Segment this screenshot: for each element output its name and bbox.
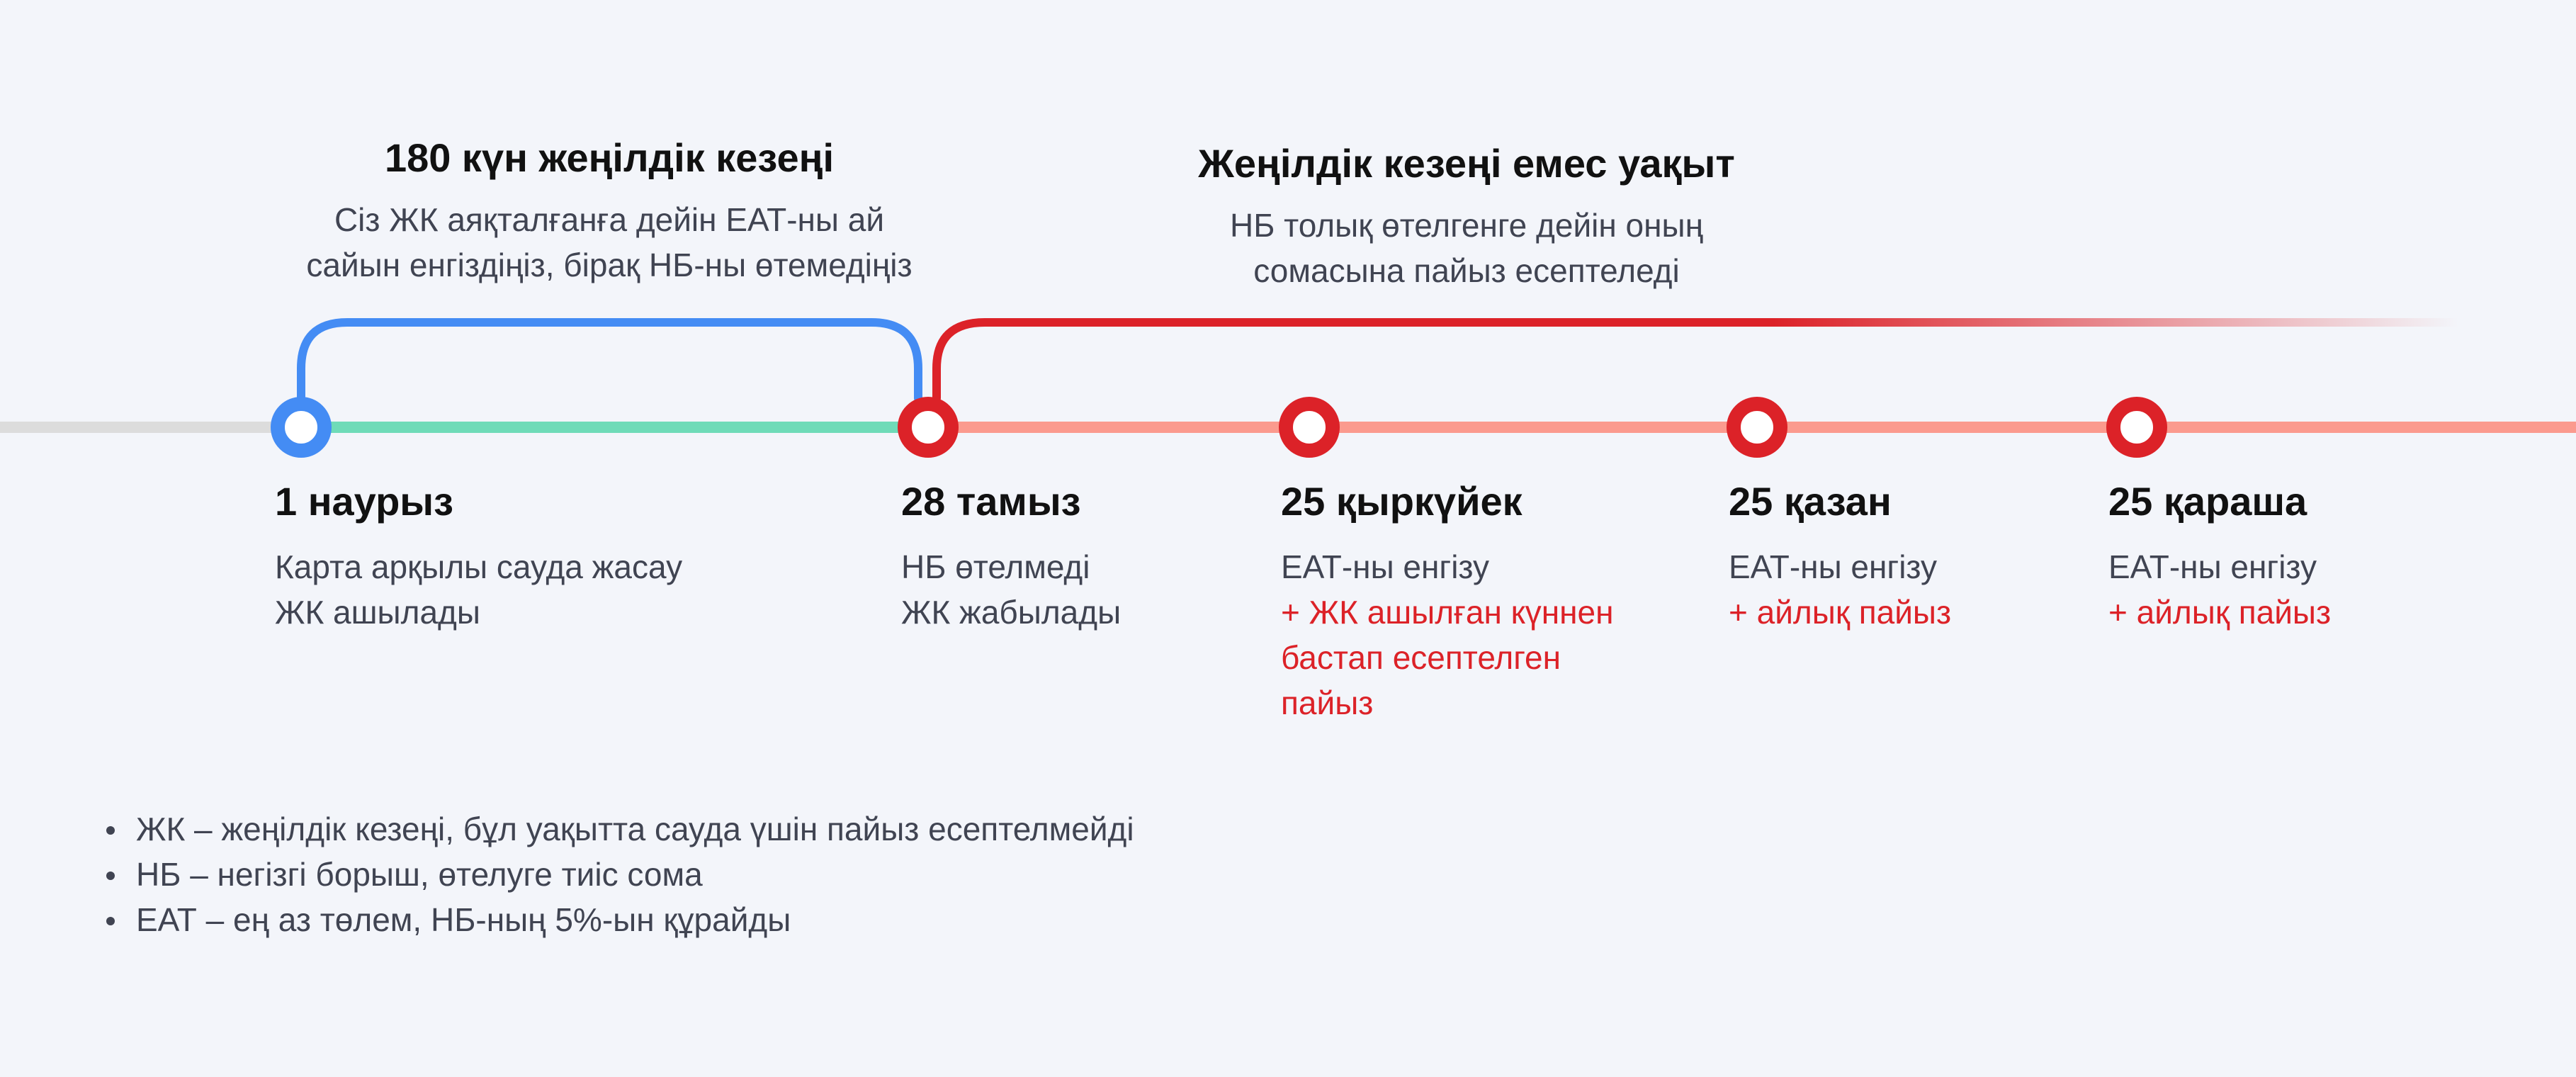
event-interest-note: + айлық пайыз <box>2108 594 2332 631</box>
grace-period-desc-line: Сіз ЖК аяқталғанға дейін ЕАТ-ны ай <box>334 201 885 238</box>
event-details: ЕАТ-ны енгізу + айлық пайыз <box>1729 544 2154 635</box>
abbreviation-legend: ЖК – жеңілдік кезеңі, бұл уақытта сауда … <box>106 806 1134 942</box>
event-detail-line: ЖК ашылады <box>275 594 480 631</box>
event-date: 25 қазан <box>1729 479 1892 524</box>
grace-period-bracket <box>297 318 922 417</box>
event-25-september: 25 қыркүйек ЕАТ-ны енгізу + ЖК ашылған к… <box>1281 476 1706 726</box>
event-interest-note: бастап есептелген <box>1281 639 1561 676</box>
event-date: 28 тамыз <box>901 479 1081 524</box>
overdue-period-description: НБ толық өтелгенге дейін оның сомасына п… <box>1126 203 1807 293</box>
event-interest-note: + айлық пайыз <box>1729 594 1952 631</box>
legend-item: ЖК – жеңілдік кезеңі, бұл уақытта сауда … <box>106 806 1134 852</box>
event-detail-line: ЕАТ-ны енгізу <box>1281 548 1489 585</box>
overdue-period-desc-line: НБ толық өтелгенге дейін оның <box>1229 207 1703 244</box>
event-details: НБ өтелмеді ЖК жабылады <box>901 544 1326 635</box>
event-detail-line: ЕАТ-ны енгізу <box>2108 548 2317 585</box>
event-detail-line: ЕАТ-ны енгізу <box>1729 548 1937 585</box>
grace-period-desc-line: сайын енгіздіңіз, бірақ НБ-ны өтемедіңіз <box>306 247 913 283</box>
legend-item: НБ – негізгі борыш, өтелуге тиіс сома <box>106 852 1134 897</box>
event-date: 25 қараша <box>2108 479 2307 524</box>
overdue-circle-icon <box>1727 397 1787 458</box>
event-date: 1 наурыз <box>275 479 453 524</box>
event-detail-line: ЖК жабылады <box>901 594 1122 631</box>
grace-period-title: 180 күн жеңілдік кезеңі <box>384 135 835 180</box>
overdue-period-bracket <box>932 318 2463 402</box>
event-date: 25 қыркүйек <box>1281 479 1523 524</box>
event-interest-note: пайыз <box>1281 684 1374 721</box>
overdue-period-desc-line: сомасына пайыз есептеледі <box>1253 252 1680 289</box>
event-25-november: 25 қараша ЕАТ-ны енгізу + айлық пайыз <box>2108 476 2533 635</box>
grace-period-description: Сіз ЖК аяқталғанға дейін ЕАТ-ны ай сайын… <box>234 197 985 288</box>
overdue-circle-icon <box>2106 397 2167 458</box>
event-details: ЕАТ-ны енгізу + ЖК ашылған күннен бастап… <box>1281 544 1706 726</box>
overdue-circle-icon <box>898 397 959 458</box>
legend-item: ЕАТ – ең аз төлем, НБ-ның 5%-ын құрайды <box>106 897 1134 942</box>
overdue-circle-icon <box>1279 397 1340 458</box>
event-interest-note: + ЖК ашылған күннен <box>1281 594 1614 631</box>
event-details: Карта арқылы сауда жасау ЖК ашылады <box>275 544 700 635</box>
event-25-october: 25 қазан ЕАТ-ны енгізу + айлық пайыз <box>1729 476 2154 635</box>
event-details: ЕАТ-ны енгізу + айлық пайыз <box>2108 544 2533 635</box>
event-1-march: 1 наурыз Карта арқылы сауда жасау ЖК ашы… <box>275 476 700 635</box>
overdue-period-title: Жеңілдік кезеңі емес уақыт <box>1198 141 1735 186</box>
event-28-august: 28 тамыз НБ өтелмеді ЖК жабылады <box>901 476 1326 635</box>
event-detail-line: Карта арқылы сауда жасау <box>275 548 683 585</box>
start-circle-icon <box>271 397 332 458</box>
event-detail-line: НБ өтелмеді <box>901 548 1090 585</box>
